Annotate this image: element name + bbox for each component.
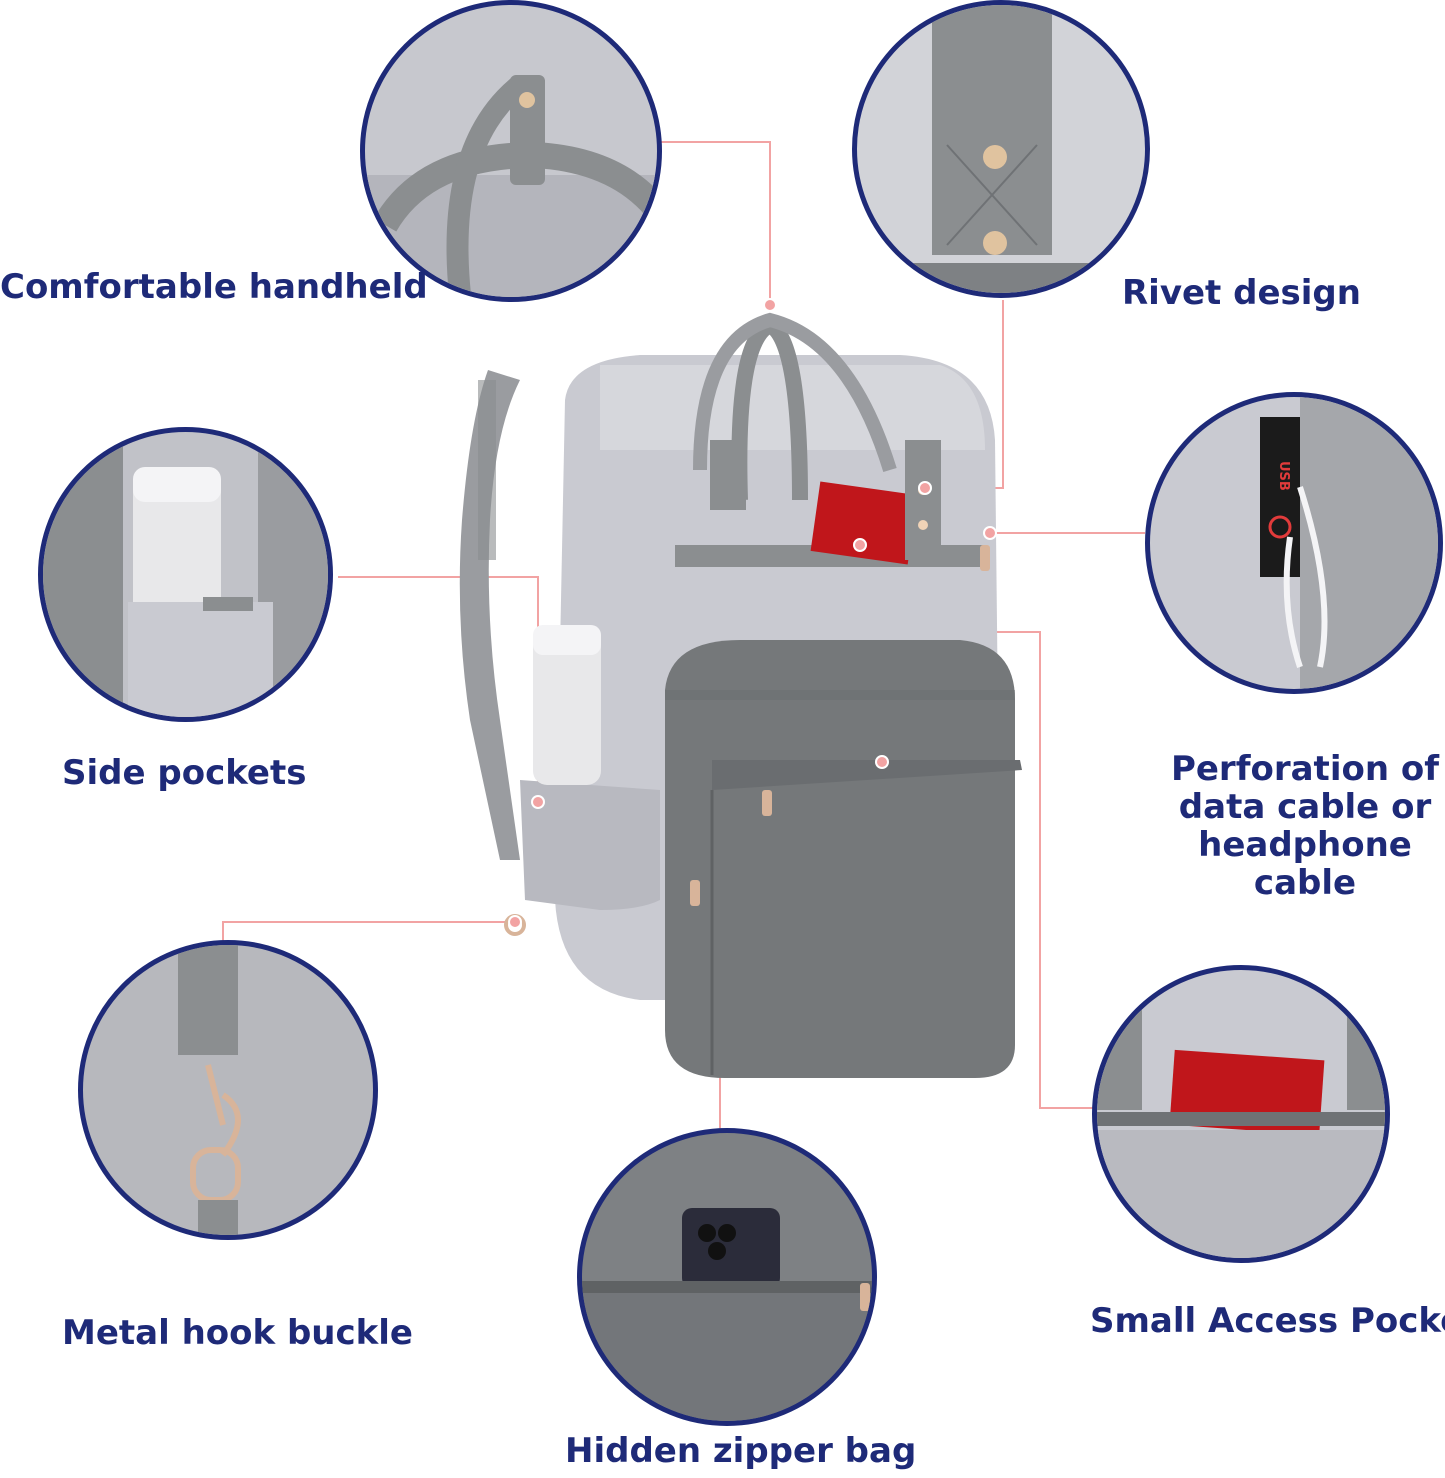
side-pocket-detail [43,432,328,717]
callout-dot-side-pockets [531,795,545,809]
callout-line-handheld [660,141,771,305]
callout-dot-handheld [763,298,777,312]
handle-tab-right [905,440,941,560]
label-small-access-pocket: Small Access Pocket [1090,1301,1445,1341]
label-hidden-zipper-bag: Hidden zipper bag [565,1431,917,1471]
detail-circle-hidden-zipper [577,1128,877,1426]
callout-dot-small-pocket [853,538,867,552]
detail-circle-side-pockets [38,427,333,722]
zipper-pull-side [690,880,700,906]
detail-circle-perforation: USB [1145,392,1443,694]
small-pocket-detail [1097,1000,1385,1258]
detail-circle-metal-hook [78,940,378,1240]
label-perforation-line-2: data cable or [1178,787,1432,827]
usb-port-detail: USB [1260,397,1438,689]
front-panel [665,640,1015,1078]
label-rivet-design: Rivet design [1122,273,1361,313]
label-perforation: Perforation of data cable or headphone c… [1170,750,1440,902]
zipper-pull-top [980,545,990,571]
label-comfortable-handheld: Comfortable handheld [0,267,428,307]
label-side-pockets: Side pockets [62,753,307,793]
callout-dot-hidden-zipper [875,755,889,769]
usb-label: USB [1276,461,1291,491]
shoulder-strap [459,370,520,860]
water-bottle [533,625,601,785]
handle-back [693,312,897,473]
zipper-pull-front [762,790,772,816]
detail-circle-handheld [360,0,662,302]
detail-circle-rivet [852,0,1150,298]
hidden-zipper-detail [582,1208,872,1421]
rivet-detail [857,5,1145,293]
handle-tab-left [710,440,746,510]
label-perforation-line-4: cable [1253,863,1357,903]
label-perforation-line-3: headphone [1198,825,1412,865]
callout-dot-rivet [918,481,932,495]
side-pocket [520,780,660,910]
detail-circle-small-pocket [1092,965,1390,1263]
metal-hook-detail [178,945,241,1235]
front-pocket-flap [712,760,1022,790]
callout-dot-perforation [983,526,997,540]
callout-dot-metal-hook [508,915,522,929]
label-perforation-line-1: Perforation of [1170,749,1440,789]
label-metal-hook-buckle: Metal hook buckle [62,1313,413,1353]
handheld-detail [365,75,657,297]
passport [810,481,918,565]
